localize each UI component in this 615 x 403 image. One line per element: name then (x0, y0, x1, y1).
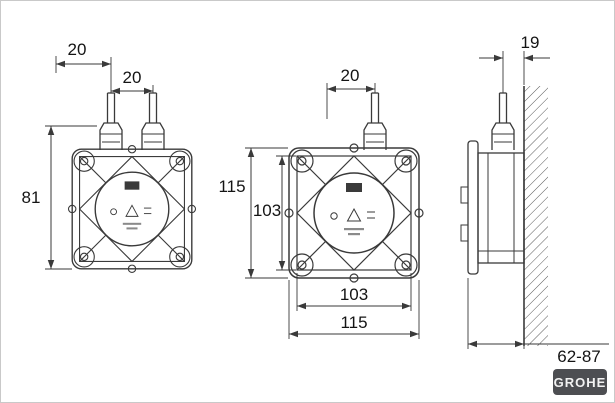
water-inlet-side (491, 92, 515, 151)
dim-label-pipe-to-wall: 19 (521, 33, 540, 52)
dim-label-body-width: 103 (340, 285, 368, 304)
dimension-overall-height: 115 (218, 147, 288, 279)
dimension-pipe-offset-left: 20 (55, 40, 112, 93)
dimension-pipe-offset: 20 (326, 66, 376, 119)
dim-label-height: 81 (22, 188, 41, 207)
mounting-plate (284, 143, 424, 283)
front-view-left: 20 20 81 (22, 40, 197, 274)
logo-text: GROHE (554, 375, 607, 390)
mounting-plate-edge (467, 140, 479, 275)
water-inlet-left (99, 92, 123, 151)
dim-label-pipe-spacing: 20 (123, 68, 142, 87)
dim-label-overall-height: 115 (218, 177, 245, 196)
dimension-overall-width: 115 (288, 280, 420, 339)
dimension-body-height: 103 (253, 155, 296, 271)
water-inlet-right (141, 92, 165, 151)
dimension-body-width: 103 (296, 273, 412, 311)
housing-body (477, 152, 525, 264)
fixing-clip (460, 186, 469, 204)
wall-section (523, 86, 548, 346)
water-inlet (363, 92, 387, 151)
dimension-pipe-to-wall: 19 (479, 33, 550, 93)
logo-background (553, 369, 607, 395)
fixing-clip (460, 224, 469, 242)
dim-label-pipe-offset: 20 (341, 66, 360, 85)
dim-label-installation-depth: 62-87 (557, 347, 600, 366)
side-view: 19 62-87 (460, 33, 609, 366)
brand-logo: GROHE (553, 369, 607, 395)
front-view-middle: 20 115 103 103 115 (218, 66, 424, 339)
rough-in-body-side (460, 140, 525, 275)
dimension-installation-depth: 62-87 (467, 278, 609, 366)
dimension-pipe-spacing: 20 (111, 68, 154, 95)
dim-label-overall-width: 115 (340, 313, 367, 332)
dim-label-pipe-offset-left: 20 (68, 40, 87, 59)
mounting-plate (67, 144, 197, 274)
wall-hatching (524, 86, 548, 346)
dimension-height-81: 81 (22, 125, 97, 270)
dim-label-body-height: 103 (253, 201, 281, 220)
